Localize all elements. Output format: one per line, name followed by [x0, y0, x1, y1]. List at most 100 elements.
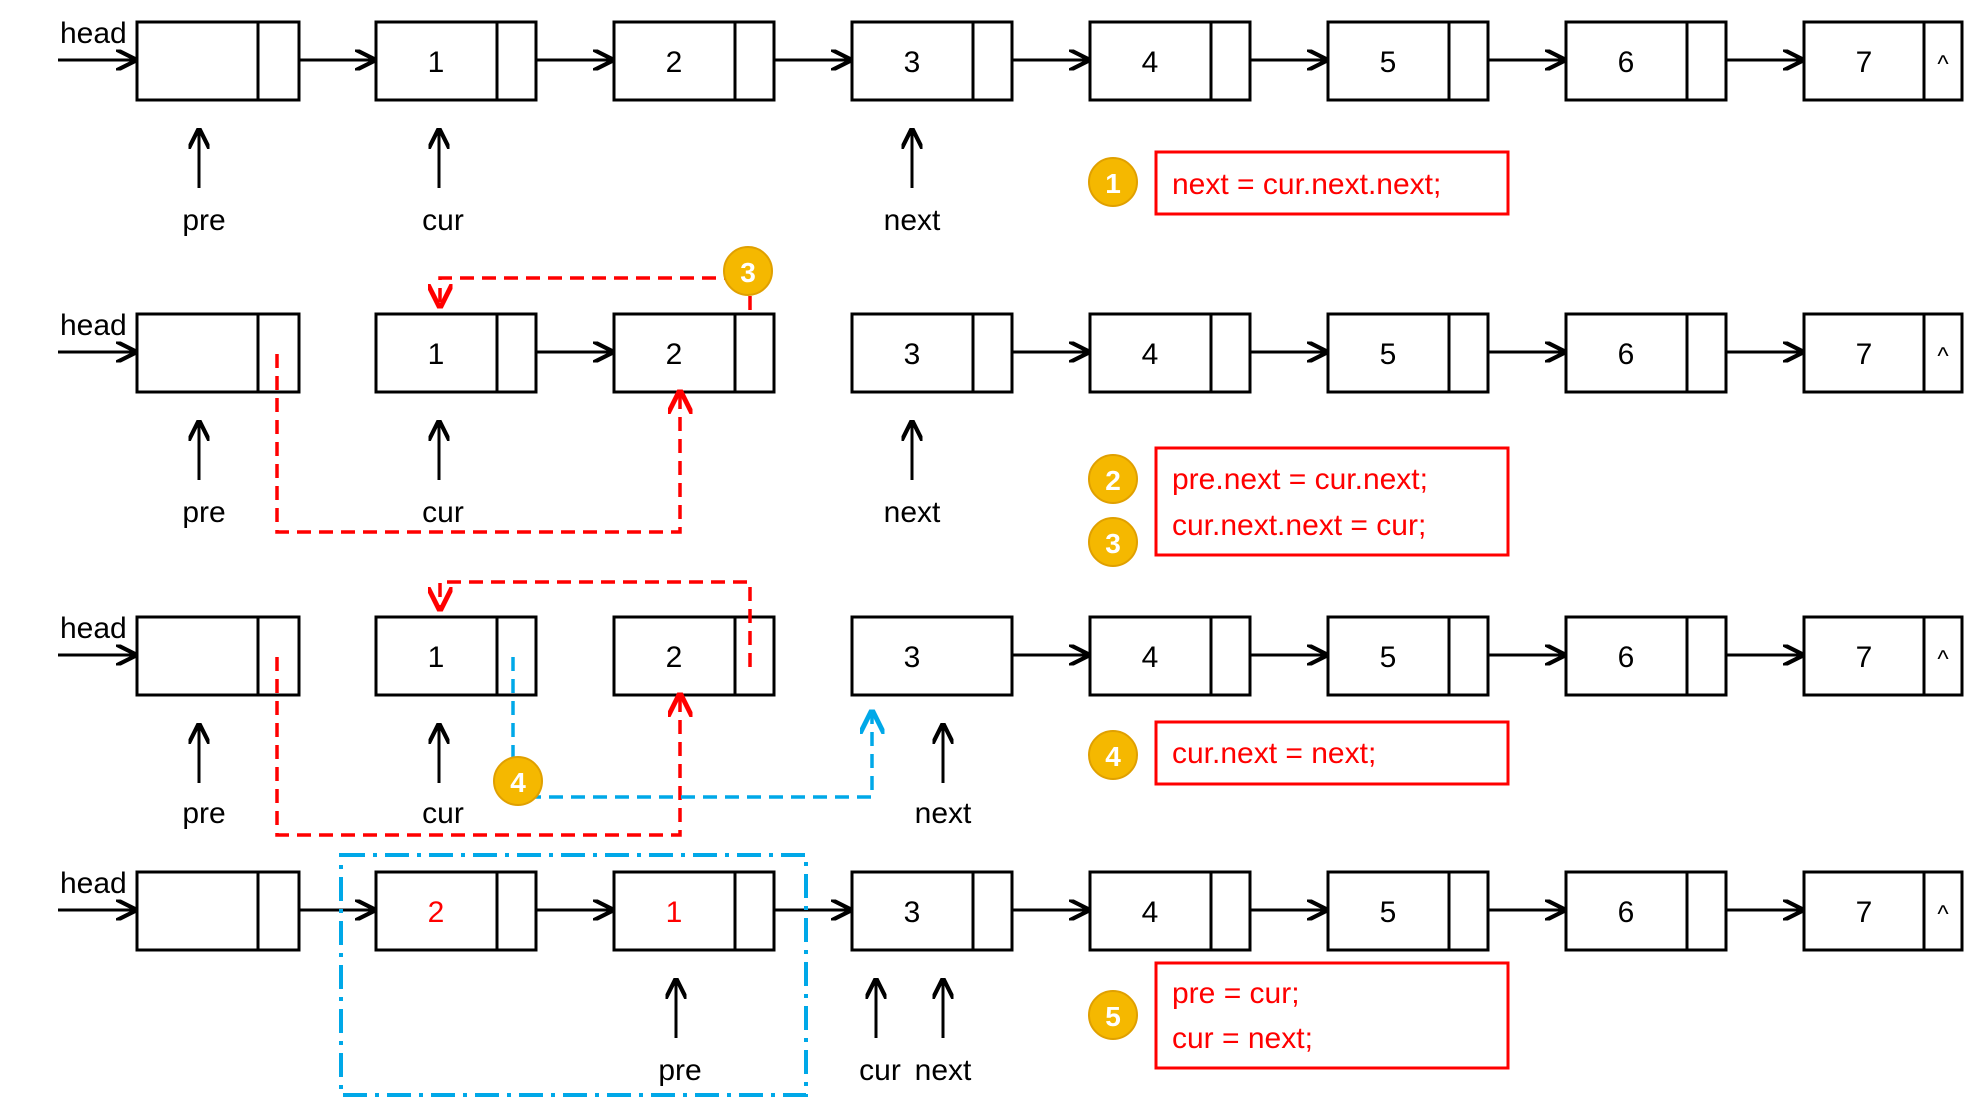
node-value: 4: [1142, 46, 1159, 79]
svg-text:3: 3: [904, 338, 921, 371]
head-label: head: [60, 309, 127, 342]
head-label: head: [60, 612, 127, 645]
step-badge: 5: [1088, 990, 1138, 1040]
svg-text:1: 1: [666, 896, 683, 929]
svg-text:5: 5: [1380, 338, 1397, 371]
pointer-next: next: [884, 496, 941, 529]
node-value: 2: [666, 46, 683, 79]
code-box: [1154, 961, 1510, 1070]
pointer-next: next: [915, 1054, 972, 1087]
node-row3-3: 3: [850, 615, 1014, 697]
node-row1-4: 4: [1088, 20, 1252, 102]
null-terminator: ^: [1937, 901, 1949, 928]
step-badge: 3: [1088, 517, 1138, 567]
node-row3-4: 4: [1088, 615, 1252, 697]
node-row4-4: 4: [1088, 870, 1252, 952]
node-row2-5: 5: [1326, 312, 1490, 394]
dashed-link-3: [440, 276, 752, 310]
code-line: cur = next;: [1172, 1022, 1313, 1055]
node-row2-3: 3: [850, 312, 1014, 394]
node-value: 1: [428, 46, 445, 79]
code-box: [1154, 446, 1510, 557]
code-line: next = cur.next.next;: [1172, 168, 1441, 201]
pointer-next: next: [915, 797, 972, 830]
code-line: cur.next.next = cur;: [1172, 509, 1426, 542]
step-badge: 4: [1088, 730, 1138, 780]
svg-text:4: 4: [1142, 896, 1159, 929]
pointer-cur: cur: [859, 1054, 901, 1087]
node-row4-3: 3: [850, 870, 1014, 952]
node-row2-0: [135, 312, 301, 394]
pointer-cur: cur: [422, 496, 464, 529]
row-4: head 2 1 3 4 5 6 7^ pre cur next 5 pre =…: [58, 853, 1964, 1097]
svg-text:2: 2: [666, 338, 683, 371]
null-terminator: ^: [1937, 343, 1949, 370]
row-1: head 1 2 3 4 5 6 7^ pre cur next 1 next …: [58, 17, 1964, 237]
node-row3-1: 1: [374, 615, 538, 697]
inline-step-badge: 4: [493, 756, 543, 806]
node-row3-2: 2: [612, 615, 776, 697]
step-badge: 2: [1088, 454, 1138, 504]
node-row2-1: 1: [374, 312, 538, 394]
inline-step-badge: 3: [723, 246, 773, 296]
head-label: head: [60, 867, 127, 900]
node-row3-7: 7^: [1802, 615, 1964, 697]
svg-text:5: 5: [1105, 1001, 1121, 1032]
node-row4-2: 1: [612, 870, 776, 952]
null-terminator: ^: [1937, 646, 1949, 673]
pointer-cur: cur: [422, 797, 464, 830]
pointer-cur: cur: [422, 204, 464, 237]
code-box: [1154, 150, 1510, 216]
node-row1-0: [135, 20, 301, 102]
node-value: 5: [1380, 46, 1397, 79]
code-box: [1154, 720, 1510, 786]
pointer-pre: pre: [658, 1054, 701, 1087]
svg-text:3: 3: [1105, 528, 1121, 559]
node-row2-4: 4: [1088, 312, 1252, 394]
row-2: head 1 2 3 4 5 6 7 ^ 3 pre cur next 2 3 p…: [58, 246, 1964, 567]
node-row1-2: 2: [612, 20, 776, 102]
svg-text:4: 4: [510, 767, 526, 798]
svg-text:5: 5: [1380, 641, 1397, 674]
svg-text:5: 5: [1380, 896, 1397, 929]
svg-text:3: 3: [904, 641, 921, 674]
dashed-link-3: [440, 580, 752, 667]
pointer-pre: pre: [182, 797, 225, 830]
node-row1-6: 6: [1564, 20, 1728, 102]
node-row2-2: 2: [612, 312, 776, 394]
svg-text:6: 6: [1618, 338, 1635, 371]
svg-text:6: 6: [1618, 896, 1635, 929]
pointer-next: next: [884, 204, 941, 237]
null-terminator: ^: [1937, 51, 1949, 78]
code-line: pre = cur;: [1172, 977, 1300, 1010]
node-value: 3: [904, 46, 921, 79]
svg-text:7: 7: [1856, 641, 1873, 674]
svg-text:3: 3: [740, 257, 756, 288]
svg-text:4: 4: [1105, 741, 1121, 772]
dashed-link-2: [275, 657, 680, 837]
dashed-link-2: [275, 354, 680, 534]
svg-text:2: 2: [428, 896, 445, 929]
node-value: 7: [1856, 46, 1873, 79]
pointer-pre: pre: [182, 496, 225, 529]
node-row3-0: [135, 615, 301, 697]
dashed-link-4: [511, 657, 872, 799]
svg-text:2: 2: [1105, 465, 1121, 496]
node-row1-3: 3: [850, 20, 1014, 102]
head-label: head: [60, 17, 127, 50]
node-row4-5: 5: [1326, 870, 1490, 952]
svg-text:7: 7: [1856, 338, 1873, 371]
svg-text:1: 1: [428, 641, 445, 674]
code-line: pre.next = cur.next;: [1172, 463, 1428, 496]
node-row4-6: 6: [1564, 870, 1728, 952]
svg-text:4: 4: [1142, 338, 1159, 371]
node-row1-7: 7^: [1802, 20, 1964, 102]
node-row4-0: [135, 870, 301, 952]
node-row3-6: 6: [1564, 615, 1728, 697]
code-line: cur.next = next;: [1172, 737, 1376, 770]
node-row1-1: 1: [374, 20, 538, 102]
node-row1-5: 5: [1326, 20, 1490, 102]
node-value: 6: [1618, 46, 1635, 79]
svg-text:4: 4: [1142, 641, 1159, 674]
